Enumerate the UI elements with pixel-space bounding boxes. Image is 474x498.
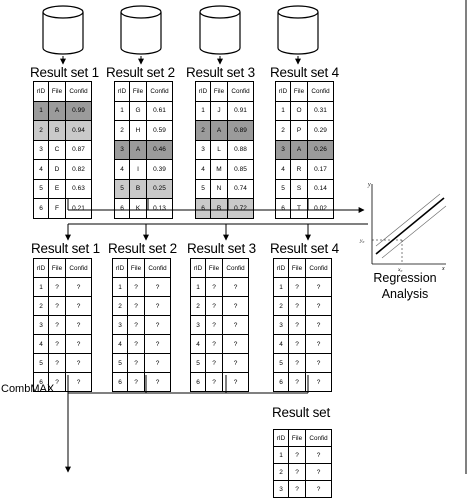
- table-cell: ?: [305, 372, 332, 392]
- regression-y0: y₀: [359, 238, 364, 244]
- connector-lines: y x y₀ x₀: [60, 0, 467, 474]
- table-cell: 6: [112, 372, 128, 392]
- table-row: 3??: [273, 315, 332, 335]
- database-icon-1: [41, 4, 85, 56]
- table-cell: 0.72: [227, 198, 254, 219]
- bottom-result-set-3-label: Result set 3: [187, 241, 256, 256]
- table-row: 3??: [112, 315, 171, 335]
- regression-label-line1: Regression: [373, 271, 437, 285]
- table-row: 2??: [112, 296, 171, 316]
- table-cell: ?: [144, 334, 171, 354]
- table-cell: 0.26: [307, 139, 334, 160]
- database-icon-2: [119, 4, 163, 56]
- table-row: 6??: [112, 372, 171, 392]
- table-cell: 3: [273, 480, 289, 498]
- table-cell: 5: [114, 178, 130, 199]
- table-row: 4??: [33, 334, 92, 354]
- top-result-set-1-label: Result set 1: [30, 65, 99, 80]
- bottom-result-set-1-label: Result set 1: [31, 241, 100, 256]
- table-cell: 0.21: [65, 198, 92, 219]
- table-cell: 0.94: [65, 120, 92, 141]
- table-row: 4??: [190, 334, 249, 354]
- table-row: 6??: [33, 372, 92, 392]
- table-cell: ?: [65, 372, 92, 392]
- table-row: 2??: [190, 296, 249, 316]
- top-result-set-3-label: Result set 3: [186, 65, 255, 80]
- table-cell: 0.46: [146, 139, 173, 160]
- database-icon-3: [198, 4, 242, 56]
- regression-axis-x: x: [441, 266, 445, 272]
- table-cell: ?: [222, 372, 249, 392]
- table-cell: ?: [144, 372, 171, 392]
- table-row: 4??: [112, 334, 171, 354]
- table-cell: 0.29: [307, 120, 334, 141]
- table-row: 1??: [273, 446, 332, 464]
- table-header-cell: Confid: [305, 429, 332, 447]
- table-cell: 0.63: [65, 178, 92, 199]
- final-result-set-label: Result set: [272, 405, 331, 420]
- table-cell: B: [210, 198, 228, 219]
- regression-x0: x₀: [397, 267, 402, 273]
- table-cell: 0.13: [146, 198, 173, 219]
- table-cell: 0.89: [227, 120, 254, 141]
- regression-analysis-label: Regression Analysis: [366, 270, 444, 302]
- table-row: 6??: [273, 372, 332, 392]
- top-result-set-2-label: Result set 2: [106, 65, 175, 80]
- table-cell: 0.25: [146, 178, 173, 199]
- combmax-label: CombMAX: [1, 383, 55, 395]
- table-cell: 0.59: [146, 120, 173, 141]
- regression-label-line2: Analysis: [381, 287, 429, 301]
- table-cell: ?: [288, 480, 306, 498]
- top-result-set-4-label: Result set 4: [270, 65, 339, 80]
- regression-plot: [371, 184, 447, 265]
- bottom-result-set-2-label: Result set 2: [108, 241, 177, 256]
- table-row: 5??: [190, 353, 249, 373]
- database-icon-4: [276, 4, 320, 56]
- table-cell: 6: [195, 198, 211, 219]
- regression-axis-y: y: [367, 182, 371, 188]
- bottom-result-set-4-label: Result set 4: [270, 241, 339, 256]
- table-cell: 0.31: [307, 100, 334, 121]
- table-row: 6??: [190, 372, 249, 392]
- table-cell: ?: [305, 480, 332, 498]
- table-row: 3??: [273, 480, 332, 498]
- table-cell: 0.99: [65, 100, 92, 121]
- table-cell: ?: [222, 277, 249, 297]
